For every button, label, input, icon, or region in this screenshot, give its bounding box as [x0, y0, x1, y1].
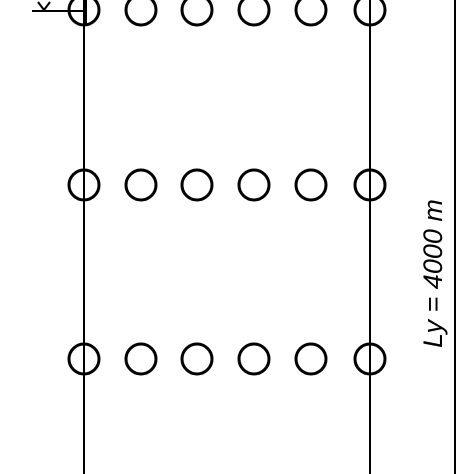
- circle-r3-c3: [180, 342, 214, 376]
- grid-lines: [83, 0, 371, 474]
- circle-r1-c3: [180, 0, 214, 27]
- circle-r3-c1: [67, 342, 101, 376]
- circle-r3-c6: [353, 342, 387, 376]
- circle-r2-c4: [237, 168, 271, 202]
- circle-r2-c3: [180, 168, 214, 202]
- circle-r2-c2: [124, 168, 158, 202]
- circle-r1-c4: [237, 0, 271, 27]
- circle-r1-c5: [294, 0, 328, 27]
- circle-r3-c5: [294, 342, 328, 376]
- circle-r2-c6: [353, 168, 387, 202]
- circle-r1-c6: [353, 0, 387, 27]
- circle-r2-c5: [294, 168, 328, 202]
- reference-marker: [32, 0, 87, 26]
- dimension-label: Ly = 4000 m: [418, 199, 448, 348]
- circle-r3-c4: [237, 342, 271, 376]
- reference-arrow-right: [43, 1, 51, 11]
- circle-r2-c1: [67, 168, 101, 202]
- circle-grid: [67, 0, 387, 376]
- circle-r1-c2: [124, 0, 158, 27]
- reference-arrow-left: [37, 1, 45, 11]
- circle-r3-c2: [124, 342, 158, 376]
